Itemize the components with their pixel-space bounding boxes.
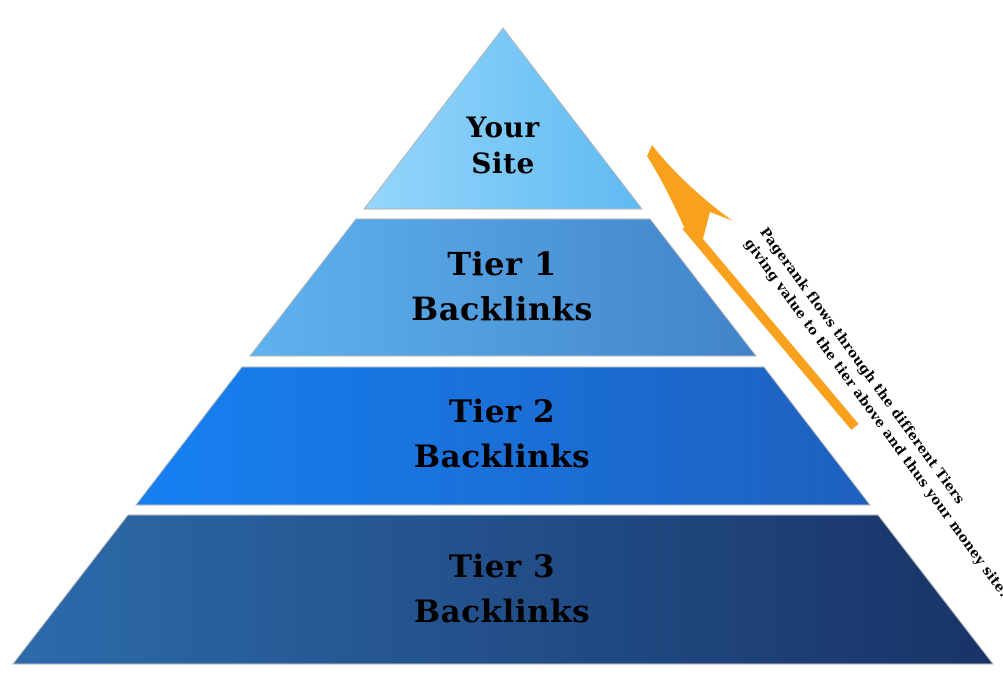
tier2-label-line2: Backlinks [413,439,591,475]
tier3-shape [11,514,995,665]
arrowhead-icon [647,145,733,243]
tier2-label-line1: Tier 2 [448,394,556,430]
your-site-label-line1: Your [466,111,540,144]
tier1-shape [248,218,758,357]
tier3-label-line1: Tier 3 [448,549,556,585]
tier3-label: Tier 3 Backlinks [302,545,702,635]
tier1-label: Tier 1 Backlinks [302,242,702,332]
tier1-label-line2: Backlinks [411,290,593,328]
tier2-label: Tier 2 Backlinks [302,390,702,480]
flow-arrow-icon [647,145,859,431]
your-site-label-line2: Site [471,147,535,180]
tier1-label-line1: Tier 1 [447,245,557,283]
tier2-shape [134,366,872,506]
your-site-label: Your Site [403,110,603,182]
your-site-shape [362,27,644,210]
tier3-label-line2: Backlinks [413,594,591,630]
